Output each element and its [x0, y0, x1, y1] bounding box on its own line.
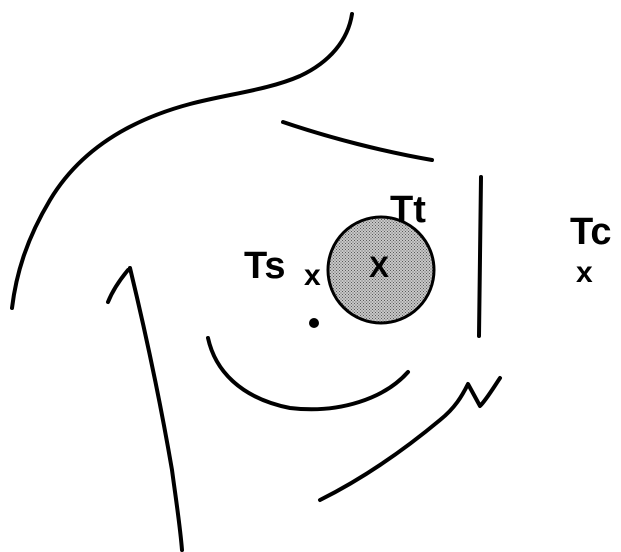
contralateral-marker: x	[576, 256, 593, 289]
contralateral-label: Tc	[570, 211, 612, 253]
skin-site-marker: x	[304, 259, 321, 292]
arm-outline	[106, 266, 184, 552]
chest-contour-line	[281, 120, 434, 162]
nipple-dot	[309, 318, 319, 328]
tumor-label: Tt	[390, 189, 426, 231]
sternum-line	[477, 175, 483, 338]
shoulder-outline	[10, 12, 354, 310]
abdomen-line	[318, 376, 502, 502]
tumor-circle	[326, 215, 436, 325]
tumor-center-marker: X	[369, 251, 389, 284]
breast-lower-contour	[206, 336, 410, 412]
skin-site-label: Ts	[244, 245, 286, 287]
